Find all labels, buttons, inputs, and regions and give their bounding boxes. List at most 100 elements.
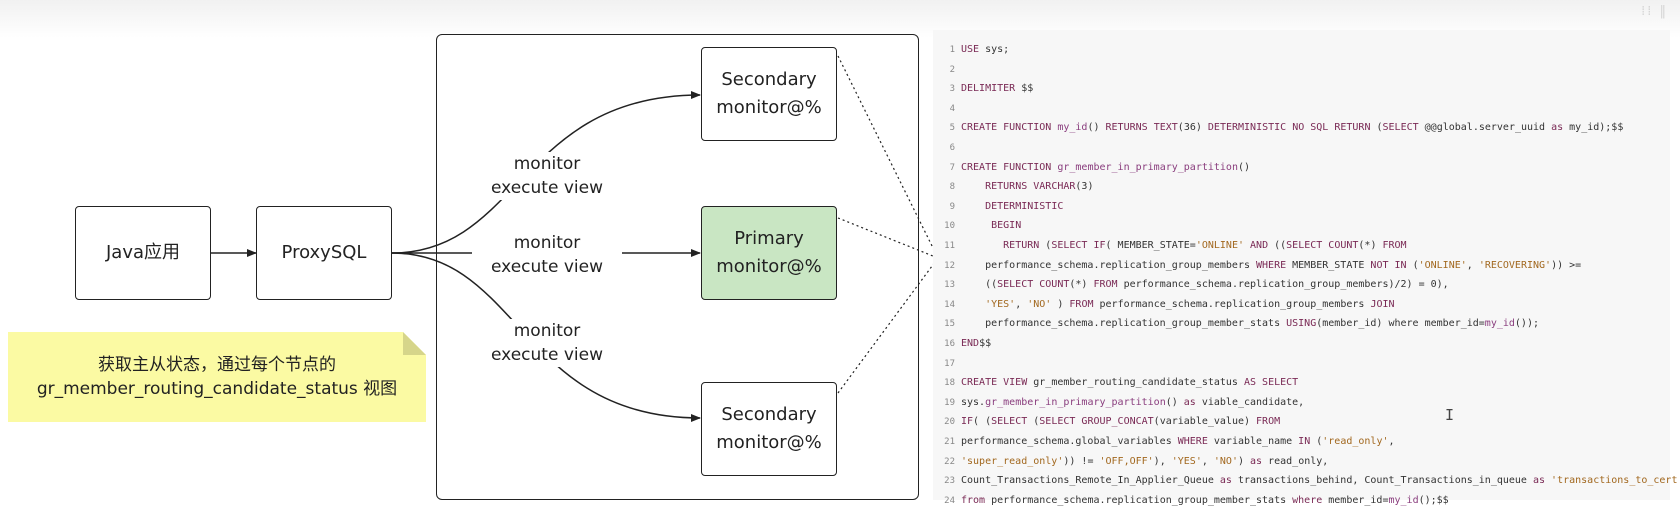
code-token: USE [961,44,980,55]
code-token: performance_schema.replication_group_mem… [1093,298,1371,310]
code-token: performance_schema.global_variables [961,436,1178,447]
code-line: 24 from performance_schema.replication_gr… [933,491,1449,511]
line-number: 8 [949,182,955,193]
code-token: my_id [1484,318,1515,330]
code-token: as [1551,122,1564,134]
window-controls-icon[interactable]: ⁞⁞ ‖ [1641,4,1668,19]
code-token: () [1165,396,1184,408]
edge-label-top: monitor execute view [472,152,622,200]
code-token: performance_schema.replication_group_mem… [961,318,1287,330]
code-token: ();$$ [1418,494,1449,506]
line-number: 5 [949,123,955,134]
code-token: (( [961,279,998,291]
secondary-top-user: monitor@% [716,97,822,118]
code-token: SELECT COUNT [1286,240,1359,251]
code-token: (36) [1177,122,1208,134]
code-token: ( MEMBER_STATE= [1105,240,1196,251]
code-line: 18 CREATE VIEW gr_member_routing_candidat… [933,373,1298,393]
code-token: $$ [979,338,992,349]
code-token: gr_member_in_primary_partition [1057,161,1238,173]
code-line: 1 USE sys; [933,40,1010,60]
code-token: , [1466,259,1479,271]
code-line: 17 [933,354,961,374]
code-token: CREATE FUNCTION [961,161,1052,173]
dotted-secondary-bottom-to-code [837,257,939,394]
code-token: FROM [1256,416,1281,428]
code-token: variable_name [1207,436,1299,447]
code-token: (*) [1069,279,1094,291]
edge-label-middle-line1: monitor [513,233,581,253]
code-token: TEXT [1153,122,1178,134]
code-token: 'NO' [1027,298,1052,310]
code-token: IN [1298,436,1311,447]
proxysql-node: ProxySQL [256,206,392,300]
code-token [961,181,985,192]
code-token: 'super_read_only' [961,455,1064,467]
code-token: (3) [1075,181,1094,193]
secondary-node-top: Secondary monitor@% [701,47,837,141]
code-token: IF [961,416,974,428]
code-token: ( [1027,416,1040,428]
code-line: 11 RETURN (SELECT IF( MEMBER_STATE='ONLI… [933,236,1406,256]
line-number: 13 [944,280,955,291]
code-token: RETURN [1003,240,1040,251]
code-line: 2 [933,60,961,80]
code-token: )) != [1063,455,1100,467]
line-number: 12 [944,260,955,271]
code-token [961,220,991,231]
line-number: 11 [944,241,955,251]
code-token: as [1183,396,1196,408]
line-number: 24 [944,495,955,506]
code-token: SELECT [991,416,1028,428]
edge-label-top-line2: execute view [491,178,603,198]
code-token: DELIMITER [961,83,1016,95]
code-token: 'ONLINE' [1418,259,1467,271]
line-number: 20 [944,417,955,428]
line-number: 1 [949,45,955,55]
java-app-label: Java应用 [105,242,181,263]
line-number: 15 [944,319,955,330]
edge-label-top-line1: monitor [513,154,581,174]
code-token: performance_schema.replication_group_mem… [1117,279,1449,291]
code-token: RETURNS VARCHAR [985,181,1076,193]
text-cursor-icon: I [1445,406,1455,424]
code-token: )) >= [1551,259,1582,271]
code-token: , [1388,436,1395,447]
code-token: gr_member_routing_candidate_status [1027,377,1244,389]
code-token: my_id [1057,122,1088,134]
code-token: CREATE VIEW [961,377,1028,389]
line-number: 18 [944,378,955,389]
secondary-bottom-role: Secondary [721,404,817,425]
code-token [961,201,985,212]
code-line: 14 'YES', 'NO' ) FROM performance_schema… [933,295,1394,315]
code-token: RETURNS [1105,122,1148,134]
mysql-group-container [436,34,919,500]
code-line: 9 DETERMINISTIC [933,197,1064,217]
line-number: 16 [944,339,955,349]
line-number: 22 [944,456,955,467]
code-token: as [1250,455,1263,467]
code-token [961,299,985,310]
line-number: 7 [949,162,955,173]
primary-user: monitor@% [716,256,822,277]
code-line: 7 CREATE FUNCTION gr_member_in_primary_pa… [933,158,1250,178]
code-token: my_id [1388,494,1419,506]
line-number: 10 [944,221,955,232]
code-token: performance_schema.replication_group_mem… [985,494,1293,506]
code-token: 'OFF,OFF' [1099,455,1154,467]
code-token: WHERE [1177,436,1208,447]
line-number: 4 [949,103,955,114]
code-token: ) [1051,298,1070,310]
code-line: 15 performance_schema.replication_group_… [933,314,1539,334]
code-line: 6 [933,138,961,158]
edge-label-bottom: monitor execute view [472,319,622,367]
code-token: , [1201,455,1214,467]
line-number: 14 [944,299,955,310]
code-token: WHERE [1256,259,1287,271]
code-token: from [961,494,986,506]
code-token: SELECT COUNT [997,279,1070,291]
code-token: sys; [979,44,1010,55]
